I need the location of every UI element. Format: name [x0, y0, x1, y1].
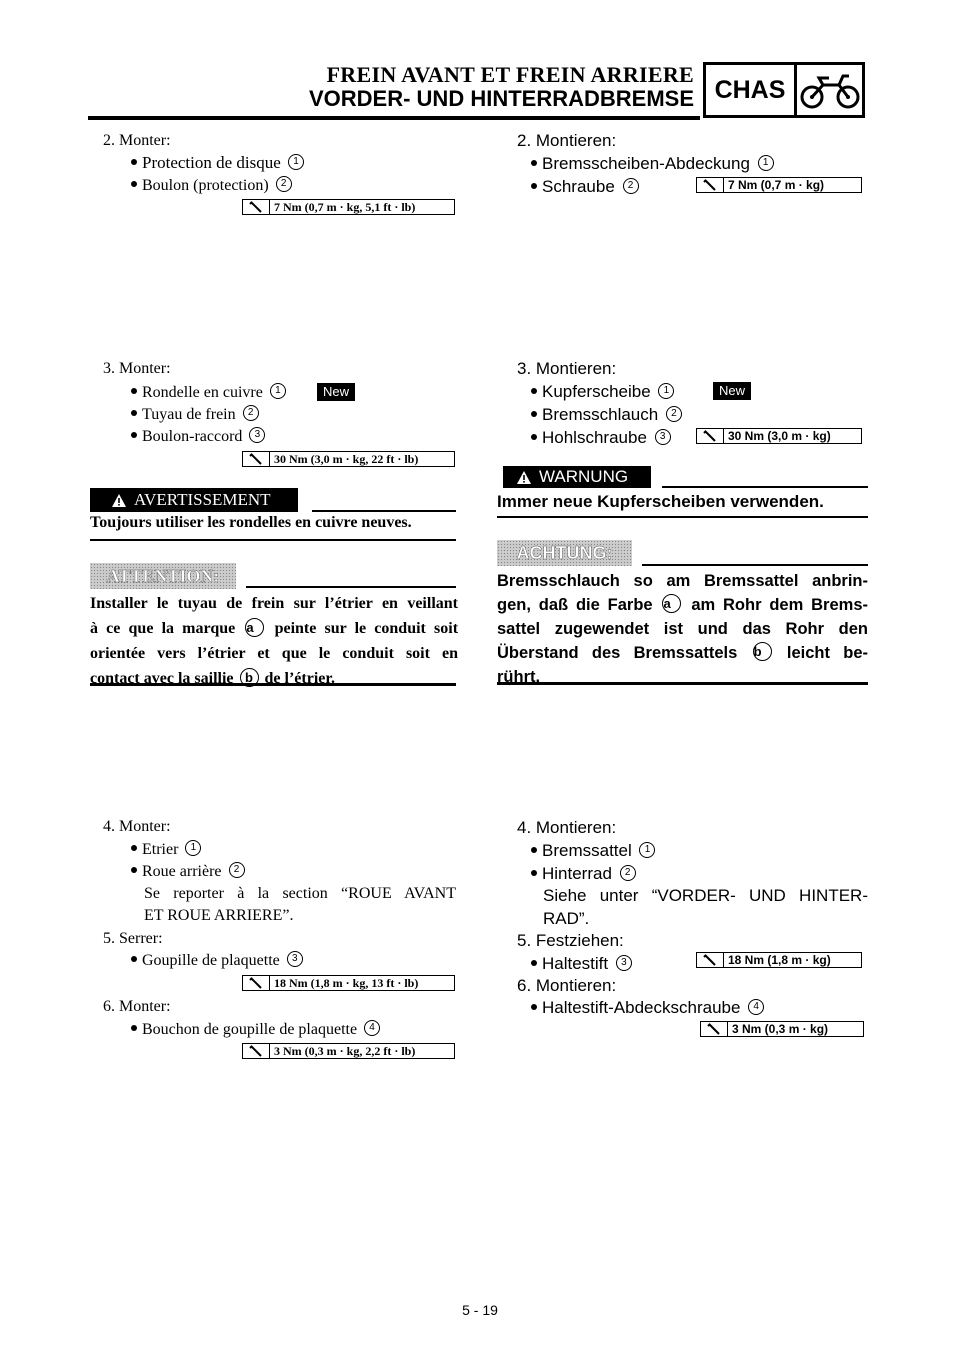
fr-caution-rule	[246, 586, 456, 588]
de-step4-ref2: RAD”.	[543, 909, 590, 928]
motorcycle-icon	[797, 65, 862, 115]
de-step3-title: 3. Montieren:	[517, 359, 617, 378]
wrench-icon	[243, 200, 270, 214]
de-warning-bottom-rule	[497, 516, 868, 518]
fr-step4-ref2: ET ROUE ARRIERE”.	[144, 907, 294, 924]
de-warning-text: Immer neue Kupferscheiben verwenden.	[497, 492, 824, 511]
fr-step2-torque: 7 Nm (0,7 m · kg, 5,1 ft · lb)	[242, 199, 455, 215]
wrench-icon	[697, 953, 724, 967]
de-step6-title: 6. Montieren:	[517, 976, 617, 995]
fr-step3-item2: Tuyau de frein 2	[131, 405, 259, 424]
fr-step5-item1: Goupille de plaquette 3	[131, 951, 303, 970]
de-step4-title: 4. Montieren:	[517, 818, 617, 837]
de-step3-item2: Bremsschlauch 2	[531, 405, 682, 425]
header-title-fr: FREIN AVANT ET FREIN ARRIERE	[326, 62, 694, 87]
de-step6-torque: 3 Nm (0,3 m · kg)	[700, 1021, 864, 1037]
warning-triangle-icon	[517, 470, 531, 484]
de-step3-torque: 30 Nm (3,0 m · kg)	[696, 428, 862, 444]
fr-step2-item1: Protection de disque 1	[131, 153, 305, 173]
de-step3-item3: Hohlschraube 3	[531, 428, 671, 448]
fr-step3-item3: Boulon-raccord 3	[131, 427, 266, 446]
fr-step4-ref1: Se reporter à la section “ROUE AVANT	[144, 885, 456, 902]
de-caution-text: Bremsschlauch so am Bremssattel anbrin- …	[497, 572, 868, 686]
de-step6-item1: Haltestift-Abdeckschraube 4	[531, 998, 765, 1018]
fr-step4-item2: Roue arrière 2	[131, 862, 245, 881]
warning-triangle-icon	[112, 493, 126, 507]
fr-step5-title: 5. Serrer:	[103, 930, 163, 947]
de-step2-item2: Schraube 2	[531, 177, 639, 197]
fr-step2-title: 2. Monter:	[103, 132, 171, 149]
section-code: CHAS	[706, 65, 797, 115]
de-step3-item1: Kupferscheibe 1	[531, 382, 675, 402]
wrench-icon	[697, 178, 724, 192]
fr-step3-item1: Rondelle en cuivre 1	[131, 383, 286, 402]
wrench-icon	[701, 1022, 728, 1036]
de-step5-item1: Haltestift 3	[531, 954, 632, 974]
de-warning-label: WARNUNG	[503, 466, 651, 488]
fr-step6-torque: 3 Nm (0,3 m · kg, 2,2 ft · lb)	[242, 1043, 455, 1059]
fr-step4-item1: Etrier 1	[131, 840, 202, 859]
de-step2-item1: Bremsscheiben-Abdeckung 1	[531, 154, 774, 174]
fr-warning-rule	[312, 510, 456, 512]
fr-warning-bottom-rule	[90, 539, 456, 541]
fr-caution-bottom-rule	[90, 683, 456, 686]
de-new-badge: New	[713, 382, 752, 400]
header-rule	[88, 116, 700, 120]
de-step4-item2: Hinterrad 2	[531, 864, 636, 884]
de-caution-rule	[642, 564, 868, 566]
fr-step2-item2: Boulon (protection) 2	[131, 176, 292, 195]
fr-step3-torque: 30 Nm (3,0 m · kg, 22 ft · lb)	[242, 451, 455, 467]
de-step5-torque: 18 Nm (1,8 m · kg)	[696, 952, 862, 968]
wrench-icon	[243, 976, 270, 990]
wrench-icon	[697, 429, 724, 443]
de-step2-torque: 7 Nm (0,7 m · kg)	[696, 177, 862, 193]
fr-step6-item1: Bouchon de goupille de plaquette 4	[131, 1020, 381, 1039]
fr-new-badge: New	[317, 383, 356, 401]
de-caution-bottom-rule	[497, 682, 868, 685]
fr-caution-text: Installer le tuyau de frein sur l’étrier…	[90, 595, 459, 687]
fr-step4-title: 4. Monter:	[103, 818, 171, 835]
de-step2-title: 2. Montieren:	[517, 131, 617, 150]
fr-warning-text: Toujours utiliser les rondelles en cuivr…	[90, 514, 412, 531]
de-step4-item1: Bremssattel 1	[531, 841, 656, 861]
wrench-icon	[243, 452, 270, 466]
de-warning-rule	[662, 486, 868, 488]
wrench-icon	[243, 1044, 270, 1058]
de-step5-title: 5. Festziehen:	[517, 931, 624, 950]
de-caution-label: ACHTUNG:	[497, 540, 632, 566]
fr-step3-title: 3. Monter:	[103, 360, 171, 377]
fr-step6-title: 6. Monter:	[103, 998, 171, 1015]
de-step4-ref1: Siehe unter “VORDER- UND HINTER-	[543, 886, 868, 905]
section-tab: CHAS	[703, 62, 865, 118]
fr-step5-torque: 18 Nm (1,8 m · kg, 13 ft · lb)	[242, 975, 455, 991]
fr-caution-label: ATTENTION:	[90, 563, 236, 589]
header-title-de: VORDER- UND HINTERRADBREMSE	[308, 86, 694, 111]
page-number: 5 - 19	[462, 1302, 498, 1318]
fr-warning-label: AVERTISSEMENT	[90, 488, 298, 512]
